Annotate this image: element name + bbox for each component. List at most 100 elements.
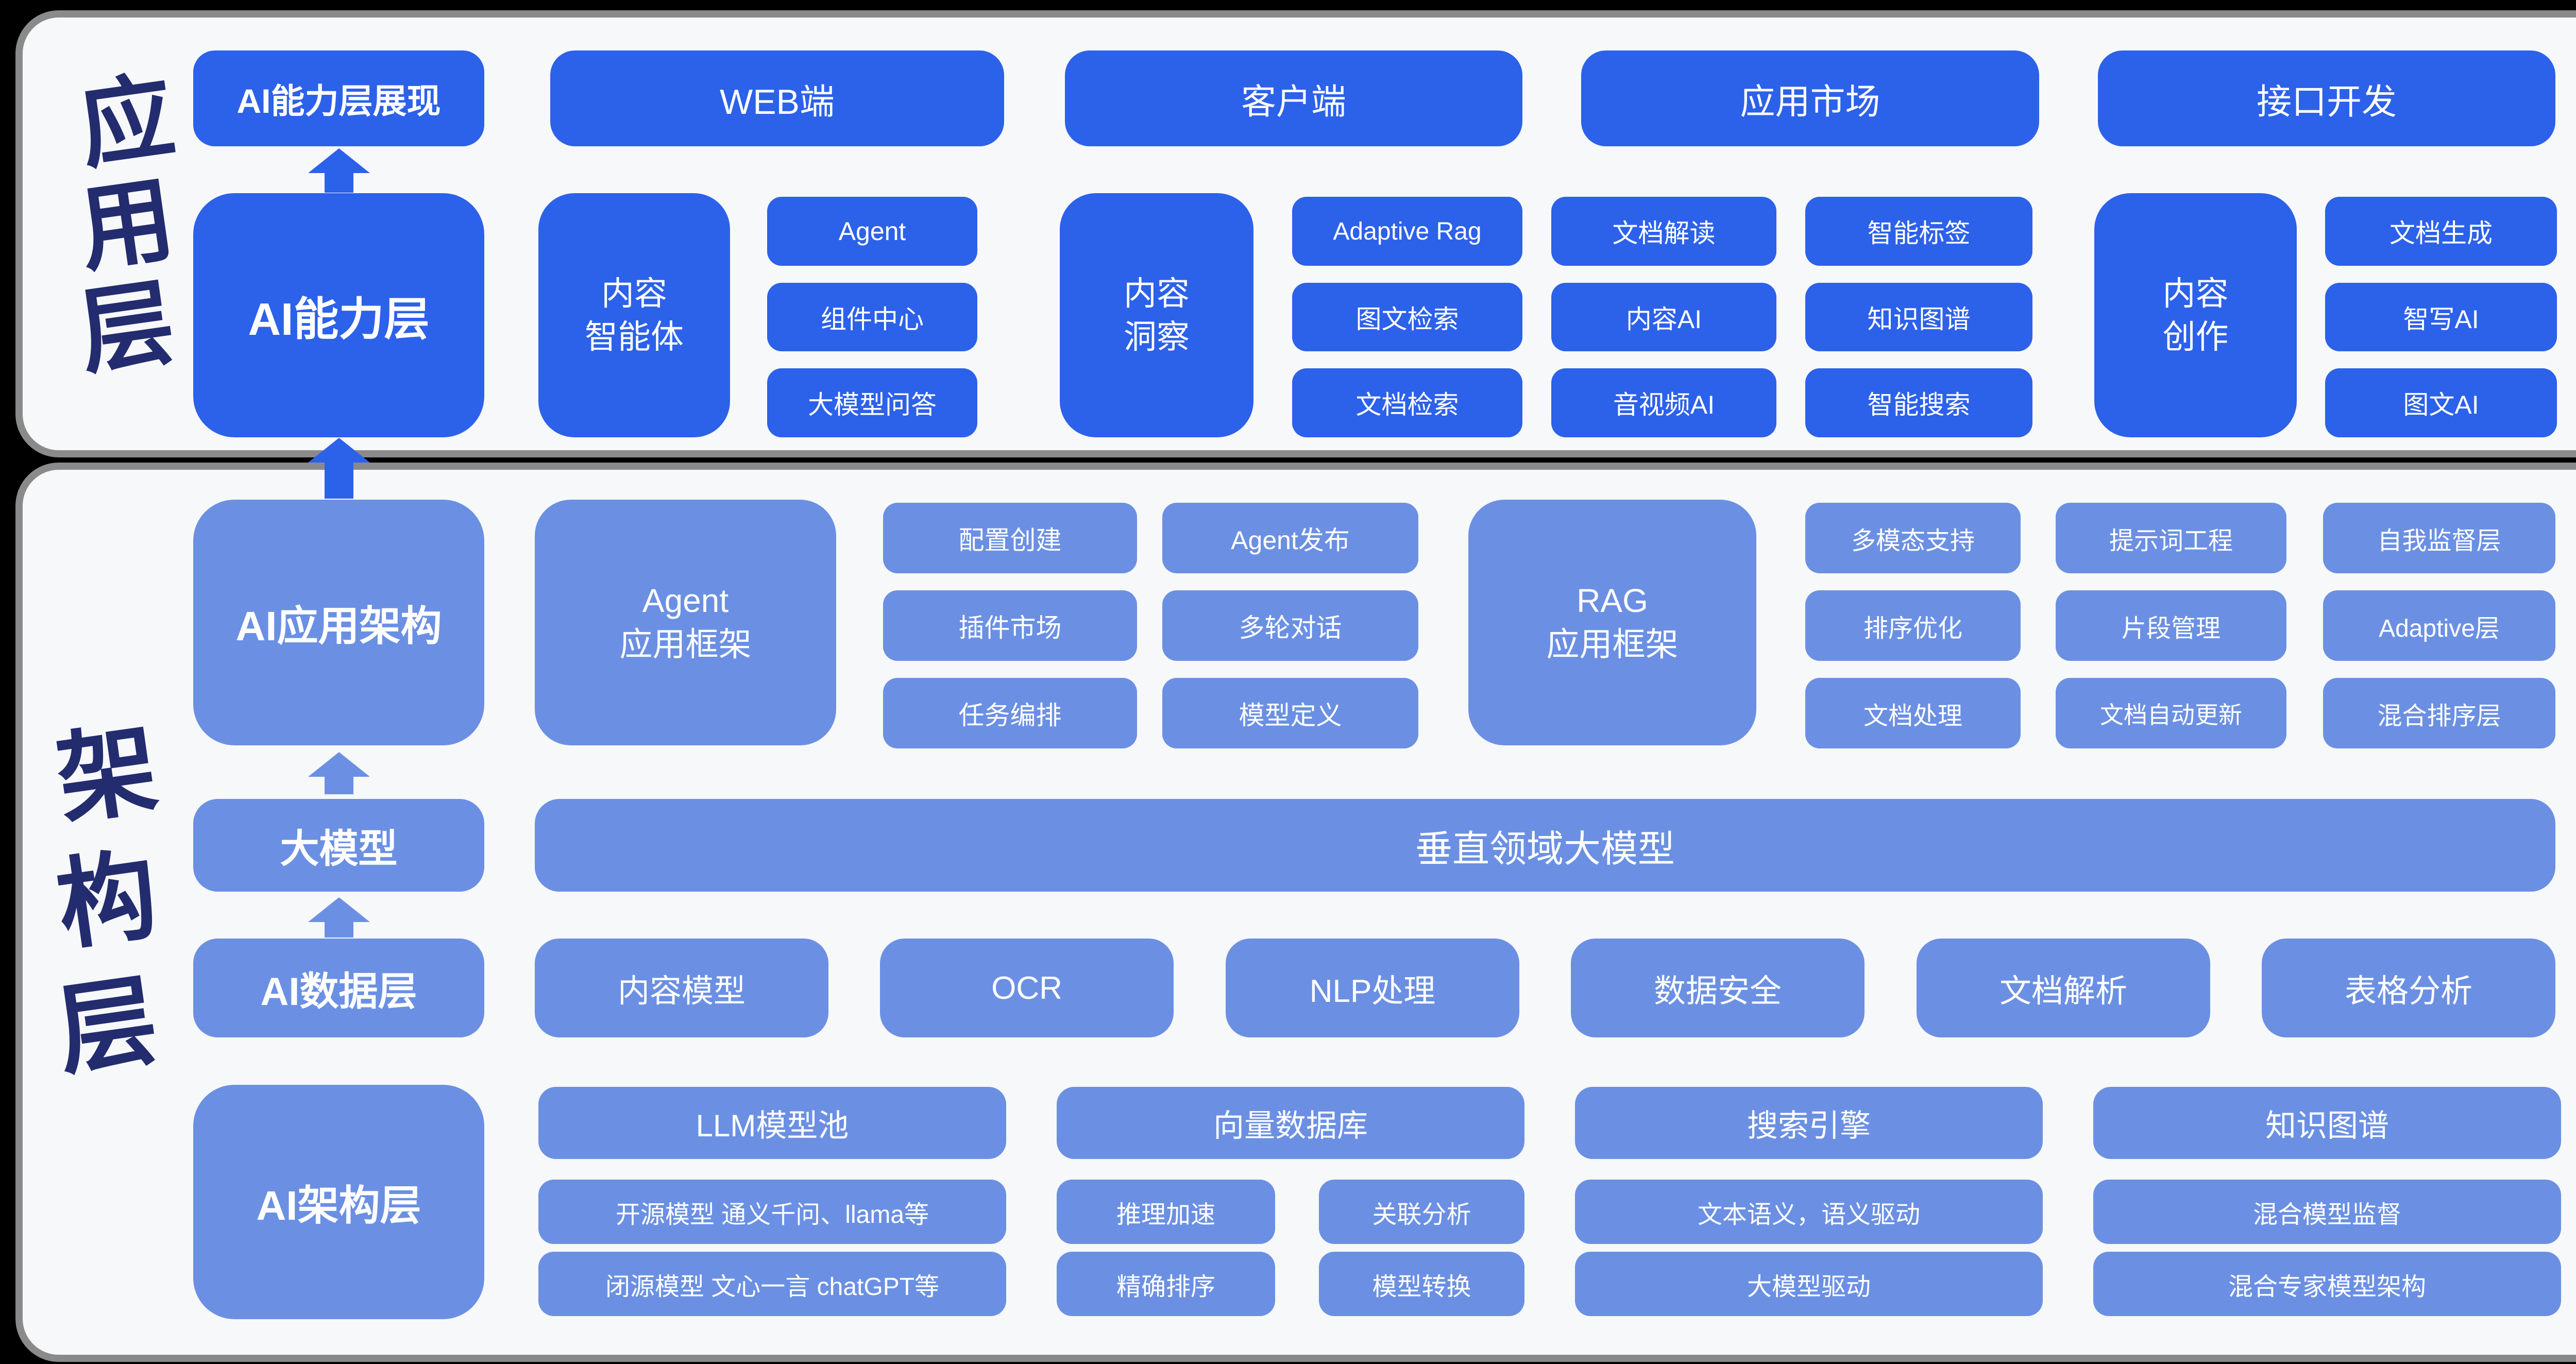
content-insight-group-box: 内容 洞察 [1060, 193, 1253, 437]
group-title-line: Agent [642, 582, 729, 620]
app-layer-label-char: 层 [73, 269, 181, 386]
group-title: 内容 智能体 [585, 272, 684, 359]
audio-video-ai-box: 音视频AI [1551, 368, 1776, 437]
group-title-line: 内容 [601, 275, 667, 312]
group-title-line: 应用框架 [1546, 625, 1679, 663]
group-title: Agent 应用框架 [620, 579, 752, 666]
llm-qa-box: 大模型问答 [767, 368, 977, 437]
multi-turn-dialog-box: 多轮对话 [1162, 590, 1418, 661]
fragment-management-box: 片段管理 [2056, 590, 2286, 661]
arrow-up-capability-to-display-icon [308, 148, 370, 193]
smart-search-box: 智能搜索 [1805, 368, 2032, 437]
ai-capability-layer-box: AI能力层 [193, 193, 484, 437]
doc-auto-update-box: 文档自动更新 [2056, 678, 2286, 748]
adaptive-rag-box: Adaptive Rag [1292, 197, 1522, 266]
agent-framework-box: Agent 应用框架 [535, 500, 836, 745]
web-endpoint-box: WEB端 [550, 50, 1004, 146]
content-model-box: 内容模型 [535, 939, 828, 1037]
agent-publish-box: Agent发布 [1162, 503, 1418, 573]
app-layer-label: 应 用 层 [29, 63, 225, 386]
doc-retrieval-box: 文档检索 [1292, 368, 1522, 437]
multimodal-support-box: 多模态支持 [1805, 503, 2021, 573]
doc-processing-box: 文档处理 [1805, 678, 2021, 748]
model-conversion-box: 模型转换 [1319, 1252, 1524, 1316]
self-supervision-layer-box: 自我监督层 [2323, 503, 2555, 573]
closed-source-models-box: 闭源模型 文心一言 chatGPT等 [538, 1252, 1006, 1316]
task-orchestration-box: 任务编排 [883, 678, 1137, 748]
doc-generation-box: 文档生成 [2325, 197, 2557, 266]
group-title-line: 内容 [1124, 275, 1190, 312]
app-market-box: 应用市场 [1581, 50, 2039, 146]
image-text-ai-box: 图文AI [2325, 368, 2557, 437]
arch-layer-label-char: 架 [50, 712, 164, 837]
content-agent-group-box: 内容 智能体 [538, 193, 730, 437]
group-title-line: 内容 [2162, 275, 2229, 312]
arch-layer-label: 架 构 层 [9, 712, 205, 1089]
precise-ranking-box: 精确排序 [1057, 1252, 1275, 1316]
group-title: 内容 洞察 [1124, 272, 1190, 359]
model-definition-box: 模型定义 [1162, 678, 1418, 748]
arrow-up-data-to-model-icon [308, 897, 370, 937]
arrow-head [308, 897, 370, 922]
hybrid-rank-layer-box: 混合排序层 [2323, 678, 2555, 748]
app-layer-label-char: 用 [73, 166, 181, 283]
config-create-box: 配置创建 [883, 503, 1137, 573]
nlp-processing-box: NLP处理 [1226, 939, 1519, 1037]
group-title: RAG 应用框架 [1547, 579, 1679, 666]
llm-driven-box: 大模型驱动 [1575, 1252, 2043, 1316]
arrow-stem [325, 463, 353, 499]
arrow-head [308, 438, 370, 463]
mixture-of-experts-box: 混合专家模型架构 [2093, 1252, 2561, 1316]
vertical-domain-model-bar: 垂直领域大模型 [535, 799, 2555, 892]
agent-box: Agent [767, 197, 977, 266]
arrow-up-model-to-arch-icon [308, 752, 370, 794]
arrow-stem [325, 777, 353, 794]
knowledge-graph-header-box: 知识图谱 [2093, 1087, 2561, 1159]
ai-capability-display-box: AI能力层展现 [193, 50, 484, 146]
big-model-box: 大模型 [193, 799, 484, 892]
search-engine-header-box: 搜索引擎 [1575, 1087, 2043, 1159]
knowledge-graph-app-box: 知识图谱 [1805, 283, 2032, 351]
app-layer-label-char: 应 [73, 63, 181, 180]
hybrid-model-supervision-box: 混合模型监督 [2093, 1180, 2561, 1244]
group-title-line: 创作 [2162, 318, 2229, 355]
doc-interpretation-box: 文档解读 [1551, 197, 1776, 266]
api-development-box: 接口开发 [2098, 50, 2555, 146]
arrow-head [308, 148, 370, 173]
rank-optimization-box: 排序优化 [1805, 590, 2021, 661]
association-analysis-box: 关联分析 [1319, 1180, 1524, 1244]
arrow-stem [325, 922, 353, 937]
group-title-line: 洞察 [1124, 318, 1190, 355]
group-title-line: 应用框架 [619, 625, 752, 663]
component-center-box: 组件中心 [767, 283, 977, 351]
group-title-line: 智能体 [585, 318, 684, 355]
open-source-models-box: 开源模型 通义千问、llama等 [538, 1180, 1006, 1244]
ocr-box: OCR [880, 939, 1174, 1037]
ai-infra-layer-box: AI架构层 [193, 1085, 484, 1319]
content-creation-group-box: 内容 创作 [2094, 193, 2297, 437]
ai-data-layer-box: AI数据层 [193, 939, 484, 1037]
content-ai-box: 内容AI [1551, 283, 1776, 351]
group-title-line: RAG [1577, 582, 1648, 620]
llm-pool-header-box: LLM模型池 [538, 1087, 1006, 1159]
arrow-stem [325, 173, 353, 193]
adaptive-layer-box: Adaptive层 [2323, 590, 2555, 661]
rag-framework-box: RAG 应用框架 [1468, 500, 1756, 745]
text-semantics-box: 文本语义，语义驱动 [1575, 1180, 2043, 1244]
smart-tag-box: 智能标签 [1805, 197, 2032, 266]
arrow-head [308, 752, 370, 777]
inference-acceleration-box: 推理加速 [1057, 1180, 1275, 1244]
table-analysis-box: 表格分析 [2262, 939, 2555, 1037]
arrow-up-arch-to-capability-icon [308, 438, 370, 499]
arch-layer-label-char: 层 [50, 964, 164, 1088]
vector-db-header-box: 向量数据库 [1057, 1087, 1524, 1159]
group-title: 内容 创作 [2163, 272, 2229, 359]
client-endpoint-box: 客户端 [1065, 50, 1522, 146]
ai-app-architecture-box: AI应用架构 [193, 500, 484, 745]
prompt-engineering-box: 提示词工程 [2056, 503, 2286, 573]
arch-layer-label-char: 构 [50, 838, 164, 962]
data-security-box: 数据安全 [1571, 939, 1865, 1037]
smart-writing-ai-box: 智写AI [2325, 283, 2557, 351]
doc-parsing-box: 文档解析 [1917, 939, 2210, 1037]
plugin-market-box: 插件市场 [883, 590, 1137, 661]
